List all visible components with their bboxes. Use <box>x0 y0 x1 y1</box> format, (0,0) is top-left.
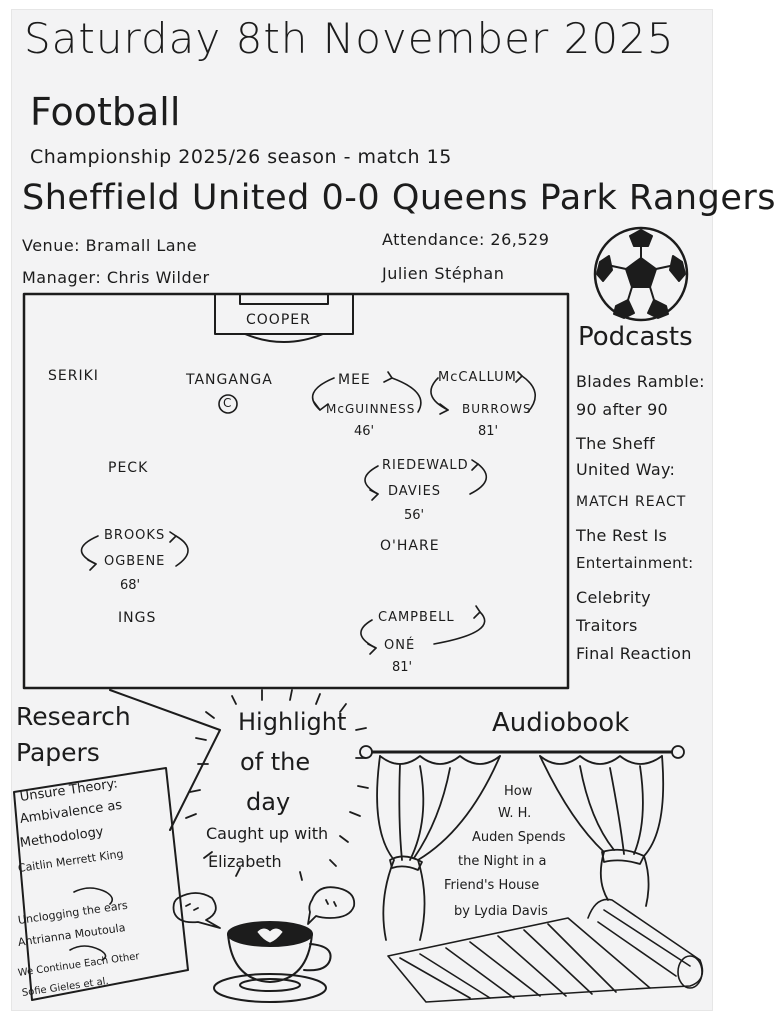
audiobook-line: Friend's House <box>444 878 540 893</box>
speech-bubble-icon <box>172 886 356 929</box>
captain-mark-icon <box>218 394 238 414</box>
player-burrows: BURROWS <box>462 402 532 416</box>
podcast-item: The Rest Is <box>576 526 668 545</box>
paper-sheet-icon <box>13 689 221 1001</box>
sub-minute-davies: 56' <box>404 508 425 523</box>
football-icon <box>593 226 689 322</box>
podcast-item: Traitors <box>576 616 638 635</box>
rug-icon <box>387 898 704 1003</box>
highlight-heading-2: of the <box>240 748 311 776</box>
podcast-item: The Sheff <box>576 434 655 453</box>
sub-minute-mcguinness: 46' <box>354 424 375 439</box>
sub-minute-burrows: 81' <box>478 424 499 439</box>
sub-minute-one: 81' <box>392 660 413 675</box>
player-seriki: SERIKI <box>48 368 99 384</box>
research-heading: Research <box>16 702 131 731</box>
podcast-item: Celebrity <box>576 588 651 607</box>
curtains-icon <box>359 745 685 941</box>
player-tanganga: TANGANGA <box>186 372 273 388</box>
sub-minute-ogbene: 68' <box>120 578 141 593</box>
player-mee: MEE <box>338 372 371 388</box>
podcast-item: MATCH REACT <box>576 494 687 510</box>
attendance: Attendance: 26,529 <box>382 230 550 249</box>
player-brooks: BROOKS <box>104 528 166 543</box>
podcasts-heading: Podcasts <box>578 322 693 352</box>
opponent-manager: Julien Stéphan <box>382 264 505 283</box>
player-mcguinness: McGUINNESS <box>326 402 416 416</box>
venue: Venue: Bramall Lane <box>22 236 198 255</box>
match-score: Sheffield United 0-0 Queens Park Rangers <box>22 178 776 218</box>
podcast-item: Blades Ramble: <box>576 372 705 391</box>
manager: Manager: Chris Wilder <box>22 268 210 287</box>
audiobook-author: by Lydia Davis <box>454 904 548 919</box>
player-davies: DAVIES <box>388 484 442 499</box>
podcast-item: 90 after 90 <box>576 400 669 419</box>
pitch-diagram <box>22 292 570 690</box>
coffee-cup-icon <box>213 921 332 1003</box>
player-ohare: O'HARE <box>380 538 440 554</box>
player-peck: PECK <box>108 460 149 476</box>
highlight-heading: Highlight <box>238 708 347 736</box>
podcast-item: Final Reaction <box>576 644 692 663</box>
player-goalkeeper: COOPER <box>246 312 311 328</box>
player-riedewald: RIEDEWALD <box>382 458 469 473</box>
audiobook-heading: Audiobook <box>492 708 630 738</box>
research-heading-2: Papers <box>16 738 100 767</box>
player-mccallum: McCALLUM <box>438 370 517 385</box>
podcast-item: Entertainment: <box>576 554 694 572</box>
substitution-arrows <box>80 371 536 655</box>
page-date: Saturday 8th November 2025 <box>24 14 675 63</box>
audiobook-line: Auden Spends <box>472 830 566 845</box>
player-campbell: CAMPBELL <box>378 610 455 625</box>
player-ogbene: OGBENE <box>104 554 166 569</box>
audiobook-line: the Night in a <box>458 854 547 869</box>
audiobook-line: How <box>504 784 533 799</box>
audiobook-line: W. H. <box>498 806 532 821</box>
page-drawings <box>13 226 704 1003</box>
sport-title: Football <box>30 90 181 134</box>
highlight-text-2: Elizabeth <box>208 852 282 871</box>
highlight-heading-3: day <box>246 788 291 816</box>
player-ings: INGS <box>118 610 157 626</box>
player-one: ONÉ <box>384 638 416 653</box>
podcast-item: United Way: <box>576 460 676 479</box>
highlight-text: Caught up with <box>206 824 329 843</box>
captain-label: C <box>223 396 232 410</box>
sun-rays-icon <box>185 689 369 881</box>
competition-line: Championship 2025/26 season - match 15 <box>30 146 452 168</box>
